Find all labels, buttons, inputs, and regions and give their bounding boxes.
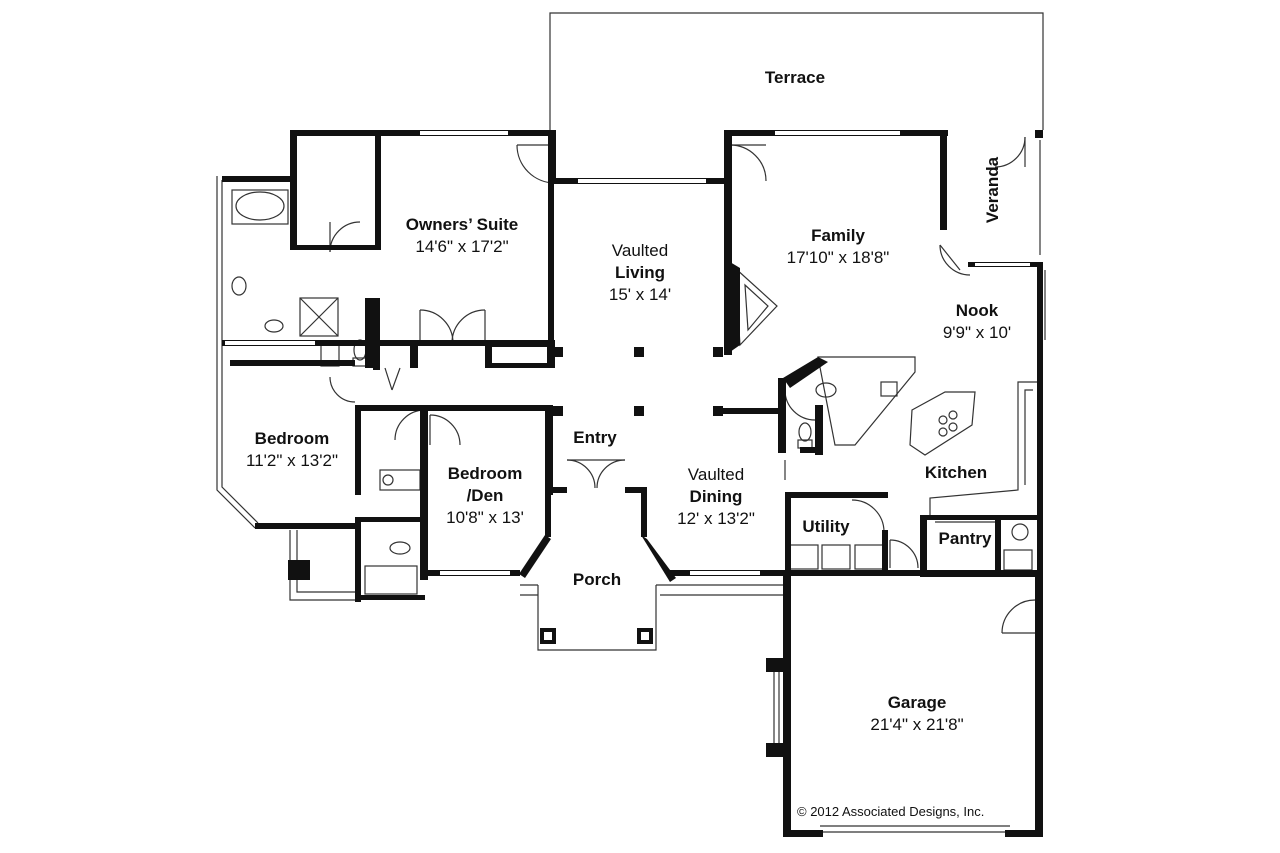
terrace-label: Terrace bbox=[765, 67, 825, 89]
owners-suite-label: Owners’ Suite 14'6" x 17'2" bbox=[406, 214, 518, 258]
pantry-label: Pantry bbox=[939, 528, 992, 550]
bedroom-size: 11'2" x 13'2" bbox=[246, 451, 338, 470]
family-name: Family bbox=[811, 226, 865, 245]
dining-size: 12' x 13'2" bbox=[677, 509, 755, 528]
utility-label: Utility bbox=[802, 516, 849, 538]
owners-suite-size: 14'6" x 17'2" bbox=[415, 237, 509, 256]
dining-label: Vaulted Dining 12' x 13'2" bbox=[677, 464, 755, 530]
garage-label: Garage 21'4" x 21'8" bbox=[870, 692, 963, 736]
bedroom-label: Bedroom 11'2" x 13'2" bbox=[246, 428, 338, 472]
bathtub-2 bbox=[364, 565, 418, 595]
copyright-notice: © 2012 Associated Designs, Inc. bbox=[797, 804, 985, 819]
bedroom-den-name2: /Den bbox=[466, 486, 504, 505]
bedroom-den-size: 10'8" x 13' bbox=[446, 508, 524, 527]
living-label: Vaulted Living 15' x 14' bbox=[609, 240, 671, 306]
kitchen-name: Kitchen bbox=[924, 463, 988, 482]
bedroom-den-name: Bedroom bbox=[447, 464, 523, 483]
nook-size: 9'9" x 10' bbox=[942, 323, 1012, 342]
entry-label: Entry bbox=[573, 427, 616, 449]
bedroom-den-label: Bedroom /Den 10'8" x 13' bbox=[446, 463, 524, 529]
window-openings bbox=[225, 131, 1030, 575]
nook-name: Nook bbox=[955, 301, 999, 320]
thin-lines bbox=[216, 12, 1046, 833]
family-size: 17'10" x 18'8" bbox=[786, 248, 890, 267]
dining-name: Dining bbox=[689, 487, 743, 506]
dining-prefix: Vaulted bbox=[687, 465, 745, 484]
utility-name: Utility bbox=[802, 517, 850, 536]
pantry-name: Pantry bbox=[938, 529, 992, 548]
porch-label: Porch bbox=[573, 569, 621, 591]
fireplace bbox=[734, 266, 778, 347]
bathtub bbox=[235, 191, 285, 221]
family-label: Family 17'10" x 18'8" bbox=[787, 225, 890, 269]
living-prefix: Vaulted bbox=[611, 241, 669, 260]
porch-outline bbox=[537, 585, 657, 651]
owners-suite-name: Owners’ Suite bbox=[405, 215, 519, 234]
shower bbox=[299, 297, 339, 337]
garage-name: Garage bbox=[887, 693, 947, 712]
terrace-outline bbox=[549, 12, 1044, 130]
porch-name: Porch bbox=[572, 570, 622, 589]
terrace-name: Terrace bbox=[764, 68, 826, 87]
kitchen-island bbox=[909, 391, 976, 456]
living-name: Living bbox=[614, 263, 666, 282]
garage-size: 21'4" x 21'8" bbox=[870, 715, 964, 734]
entry-name: Entry bbox=[573, 428, 617, 447]
bedroom-name: Bedroom bbox=[254, 429, 330, 448]
living-size: 15' x 14' bbox=[608, 285, 672, 304]
kitchen-label: Kitchen bbox=[925, 462, 987, 484]
veranda-label: Veranda bbox=[983, 156, 1002, 224]
bedroom-bay-window bbox=[221, 180, 259, 524]
walls bbox=[222, 130, 1043, 837]
nook-label: Nook 9'9" x 10' bbox=[943, 300, 1011, 344]
